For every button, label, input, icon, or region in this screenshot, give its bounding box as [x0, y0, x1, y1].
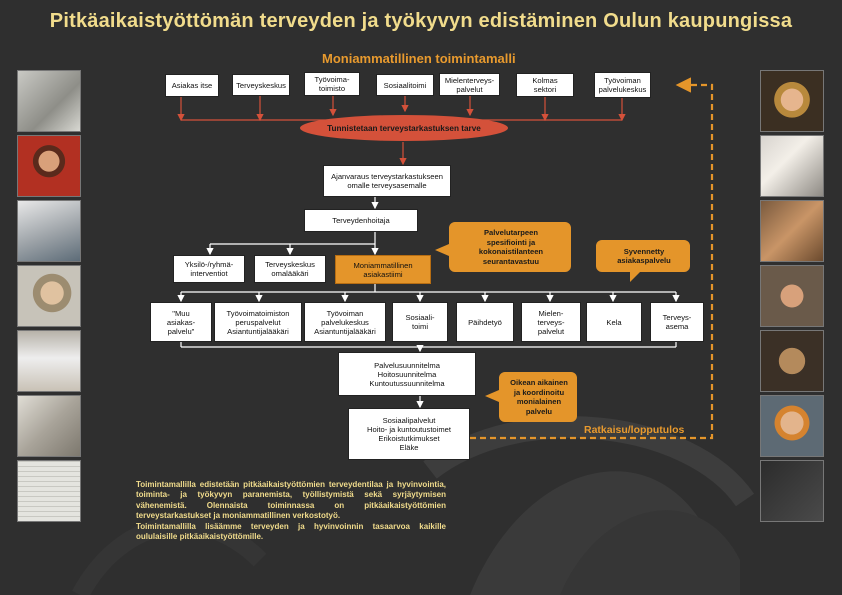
plans-box: Palvelusuunnitelma Hoitosuunnitelma Kunt… — [338, 352, 476, 396]
right-photo-column — [760, 70, 824, 525]
photo-blood-pressure-check — [17, 395, 81, 457]
referrer-sosiaalitoimi: Sosiaalitoimi — [376, 74, 434, 96]
photo-blood-pressure-meter — [17, 200, 81, 262]
service-tyovoiman-palvelukeskus: Työvoiman palvelukeskus Asiantuntijalääk… — [304, 302, 386, 342]
service-kela: Kela — [586, 302, 642, 342]
referrer-tyovoimatoimisto: Työvoima- toimisto — [304, 72, 360, 96]
left-photo-column — [17, 70, 81, 525]
photo-form — [17, 460, 81, 522]
referrer-asiakas-itse: Asiakas itse — [165, 74, 219, 97]
description-text-1: Toimintamallilla edistetään pitkäaikaist… — [136, 480, 446, 521]
page-title: Pitkäaikaistyöttömän terveyden ja työkyv… — [49, 10, 793, 32]
photo-woman-glasses — [760, 395, 824, 457]
service-mielenterveyspalvelut: Mielen- terveys- palvelut — [521, 302, 581, 342]
referrer-terveyskeskus: Terveyskeskus — [232, 74, 290, 96]
photo-tablets — [17, 70, 81, 132]
description-text-2: Toimintamallilla lisäämme terveyden ja h… — [136, 521, 446, 542]
service-paihdetyo: Päihdetyö — [456, 302, 514, 342]
photo-laughing-man — [760, 265, 824, 327]
description-paragraph: Toimintamallilla edistetään pitkäaikaist… — [136, 480, 446, 542]
photo-dark-swirl — [760, 460, 824, 522]
deepened-service-callout: Syvennetty asiakaspalvelu — [617, 246, 671, 266]
referrer-kolmas-sektori: Kolmas sektori — [516, 73, 574, 97]
need-identification-ellipse: Tunnistetaan terveystarkastuksen tarve — [327, 123, 481, 133]
photo-meeting — [760, 135, 824, 197]
final-services-box: Sosiaalipalvelut Hoito- ja kuntoutustoim… — [348, 408, 470, 460]
gp-box: Terveyskeskus omalääkäri — [254, 255, 326, 283]
service-need-callout: Palvelutarpeen spesifiointi ja kokonaist… — [478, 228, 544, 266]
photo-smiling-woman — [17, 135, 81, 197]
nurse-box: Terveydenhoitaja — [304, 209, 418, 232]
service-terveysasema: Terveys- asema — [650, 302, 704, 342]
photo-woman-hearing-test — [17, 265, 81, 327]
booking-box: Ajanvaraus terveystarkastukseen omalle t… — [323, 165, 451, 197]
photo-smiling-blonde-woman — [760, 70, 824, 132]
multidisciplinary-team-box: Moniammatillinen asiakastiimi — [335, 255, 431, 284]
individual-interventions-box: Yksilö-/ryhmä- interventiot — [173, 255, 245, 283]
service-sosiaalitoimi: Sosiaali- toimi — [392, 302, 448, 342]
section-title: Moniammatillinen toimintamalli — [322, 51, 516, 66]
service-muu-asiakaspalvelu: "Muu asiakas- palvelu" — [150, 302, 212, 342]
coordinated-service-callout: Oikean aikainen ja koordinoitu monialain… — [510, 378, 568, 416]
photo-teddy-bear — [760, 330, 824, 392]
referrer-tyovoiman-palvelukeskus: Työvoiman palvelukeskus — [594, 72, 651, 98]
referrer-mielenterveyspalvelut: Mielenterveys- palvelut — [439, 73, 500, 96]
photo-writing-hand — [760, 200, 824, 262]
outcome-label: Ratkaisu/lopputulos — [584, 424, 685, 436]
photo-nurses — [17, 330, 81, 392]
service-tyovoimatoimiston-peruspalvelut: Työvoimatoimiston peruspalvelut Asiantun… — [214, 302, 302, 342]
